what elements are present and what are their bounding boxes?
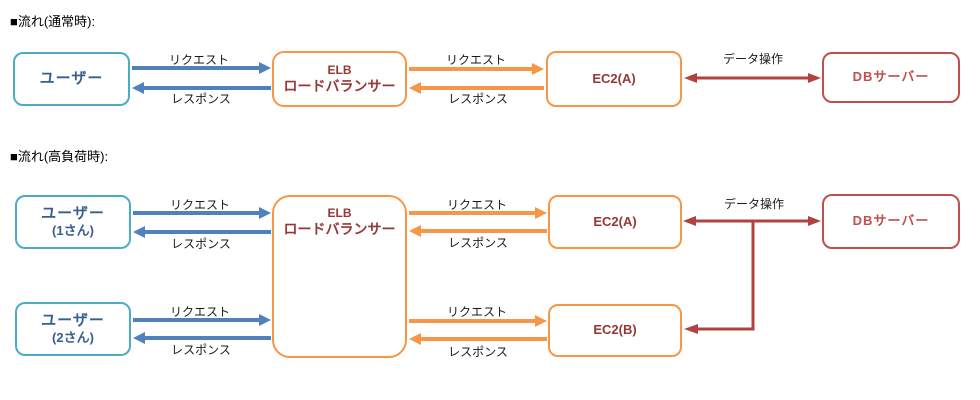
edge-label-request-user-elb: リクエスト (168, 53, 230, 67)
node-ec2b-label: EC2(B) (593, 322, 637, 338)
edge-label-dataop-ec2a2-db: データ操作 (723, 197, 785, 211)
node-db-label: DBサーバー (852, 69, 930, 85)
node-user: ユーザー (13, 52, 130, 106)
edge-label-response-ec2a-elb: レスポンス (448, 92, 508, 106)
edge-label-response-elb-user2: レスポンス (171, 343, 231, 357)
edge-label-response-elb-user: レスポンス (171, 92, 231, 106)
node-elb-line1: ELB (327, 62, 352, 77)
node-ec2a-label: EC2(A) (592, 70, 636, 86)
edge-label-response-ec2b-elb: レスポンス (448, 345, 508, 359)
node-user2: ユーザー (2さん) (15, 302, 131, 356)
node-db-2: DBサーバー (822, 194, 960, 249)
arrow-dataop-ec2a2-db (683, 216, 821, 226)
edge-label-request-elb-ec2a2: リクエスト (446, 198, 508, 212)
node-db: DBサーバー (822, 52, 960, 103)
section-title-high-load: ■流れ(高負荷時): (10, 149, 109, 164)
arrow-branch-db-to-ec2b (684, 324, 755, 334)
edge-label-request-user1-elb: リクエスト (169, 198, 231, 212)
edge-label-response-ec2a2-elb: レスポンス (448, 236, 508, 250)
section-title-normal: ■流れ(通常時): (10, 14, 96, 29)
arrow-branch-vertical-db (751, 221, 755, 331)
node-user-label: ユーザー (39, 69, 104, 87)
node-elb-2: ELB ロードバランサー (272, 195, 407, 358)
edge-label-dataop-ec2a-db: データ操作 (722, 52, 784, 66)
node-ec2b: EC2(B) (548, 304, 682, 357)
node-ec2a: EC2(A) (546, 51, 682, 107)
edge-label-request-elb-ec2b: リクエスト (446, 305, 508, 319)
node-user2-line1: ユーザー (41, 311, 105, 329)
arrow-dataop-ec2a-db (684, 73, 821, 83)
node-db-2-label: DBサーバー (852, 213, 930, 229)
node-elb-2-line1: ELB (327, 206, 352, 220)
node-ec2a-2-label: EC2(A) (593, 213, 637, 229)
node-elb: ELB ロードバランサー (272, 51, 407, 107)
edge-label-request-user2-elb: リクエスト (169, 305, 231, 319)
edge-label-request-elb-ec2a: リクエスト (445, 53, 507, 67)
node-ec2a-2: EC2(A) (548, 195, 682, 249)
node-user2-line2: (2さん) (52, 330, 94, 346)
node-user1-line1: ユーザー (41, 204, 105, 222)
edge-label-response-elb-user1: レスポンス (171, 237, 231, 251)
node-elb-line2: ロードバランサー (283, 77, 396, 94)
node-user1: ユーザー (1さん) (15, 195, 131, 249)
node-user1-line2: (1さん) (52, 223, 94, 239)
node-elb-2-line2: ロードバランサー (283, 221, 396, 237)
